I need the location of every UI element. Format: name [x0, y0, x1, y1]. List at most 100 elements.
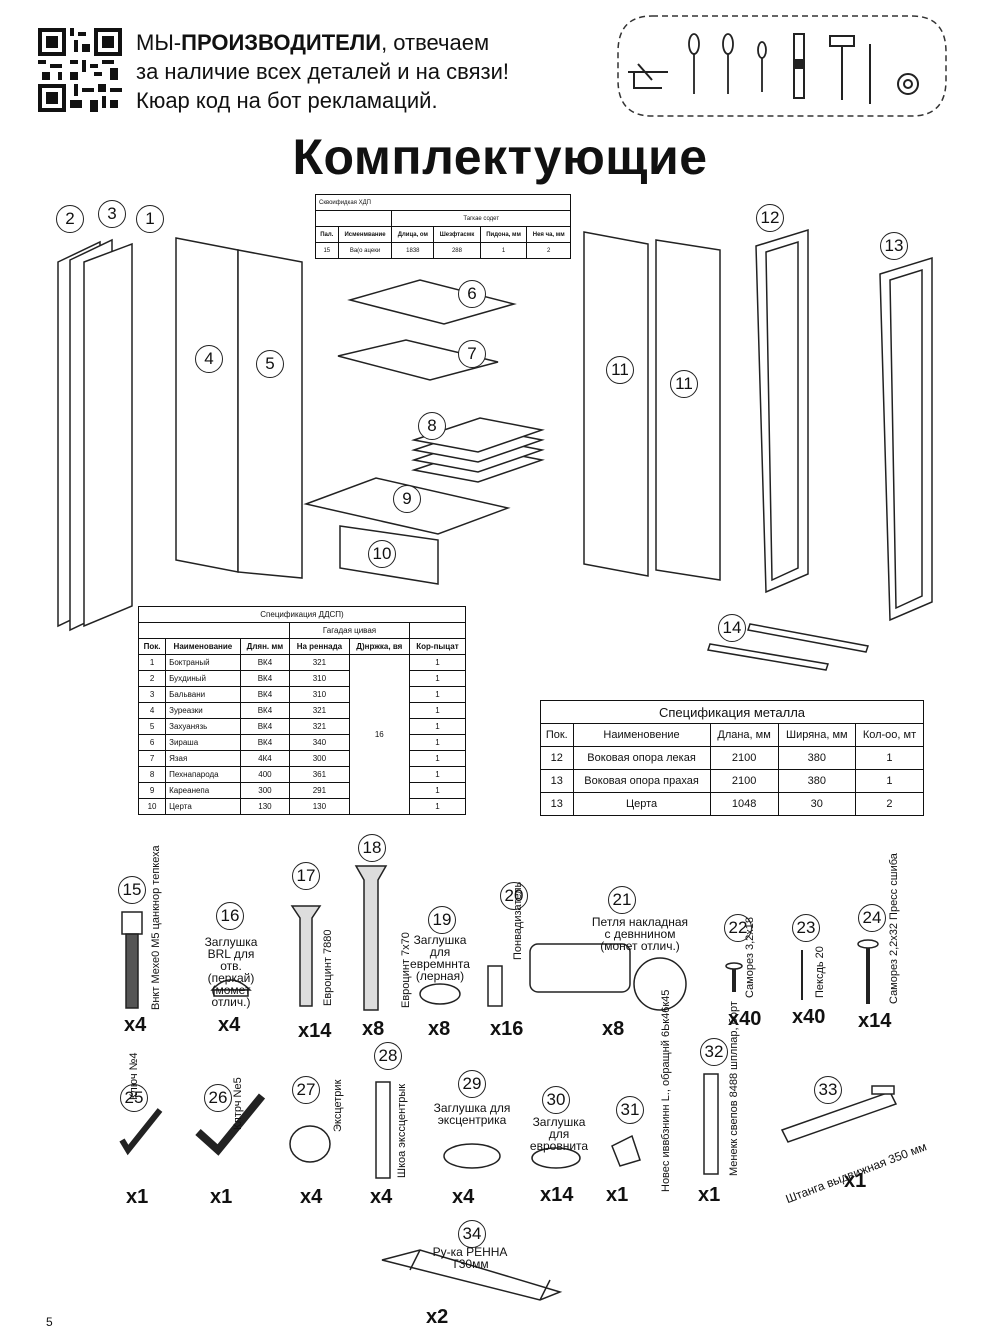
hardware-qty: x1: [698, 1184, 721, 1206]
hardware-qty: x8: [362, 1018, 385, 1040]
part-number: 11: [670, 370, 698, 398]
metal-cell: 2100: [709, 746, 779, 770]
part-number: 5: [256, 350, 284, 378]
part-number: 3: [98, 200, 126, 228]
hardware-number: 25: [120, 1084, 148, 1112]
hardware-number: 16: [216, 902, 244, 930]
hardware-label: Петля накладная с девннином (монет отлич…: [591, 915, 689, 953]
hardware-number: 18: [358, 834, 386, 862]
screw-clamp-icon: [628, 63, 668, 89]
hardware-number: 34: [458, 1220, 486, 1248]
cap-29-icon: [443, 1143, 501, 1169]
dsp-cell: 310: [289, 686, 350, 703]
hardware-label: Понвадизатель: [512, 881, 524, 960]
bracket-31-icon: [611, 1134, 641, 1167]
metal-table: Спецификация металла Пок. Наименовение Д…: [540, 700, 925, 816]
hdp-table: Сквоифидкая ХДП Тагкае содет Пал. Исменм…: [314, 194, 571, 259]
euroscrew-17-icon: [290, 905, 322, 1007]
anchor-32-icon: [703, 1073, 719, 1175]
part-number: 13: [880, 232, 908, 260]
header-bold: ПРОИЗВОДИТЕЛИ: [181, 30, 382, 55]
dsp-cell: 10: [137, 798, 167, 815]
cap-19-icon: [419, 983, 461, 1005]
panel-8: [411, 417, 545, 453]
hardware-number: 20: [500, 882, 528, 910]
hardware-qty: x1: [126, 1186, 149, 1208]
tools-panel: [617, 15, 947, 117]
panel-5: [237, 249, 303, 579]
hardware-number: 23: [792, 914, 820, 942]
hardware-qty: x40: [792, 1006, 826, 1028]
frame-13: [879, 256, 933, 622]
hardware-qty: x14: [858, 1010, 892, 1032]
cam-dowel-28-icon: [375, 1081, 391, 1179]
part-number: 10: [368, 540, 396, 568]
hardware-number: 32: [700, 1038, 728, 1066]
hardware-qty: x14: [540, 1184, 574, 1206]
hardware-qty: x8: [428, 1018, 451, 1040]
hardware-label: Менекк свепов 8488 шплпар, борт: [728, 1001, 740, 1176]
part-number: 6: [458, 280, 486, 308]
hardware-label: Евроцинт 7880: [322, 929, 334, 1006]
frame-12: [755, 228, 809, 594]
part-number: 1: [136, 205, 164, 233]
hardware-qty: x1: [606, 1184, 629, 1206]
screw-24-icon: [857, 939, 879, 1004]
header-text: МЫ-ПРОИЗВОДИТЕЛИ, отвечаем за наличие вс…: [136, 28, 509, 115]
hardware-label: Заглушка BRL для отв. (перкай) (момет от…: [204, 935, 258, 1009]
part-number: 2: [56, 205, 84, 233]
hardware-number: 21: [608, 886, 636, 914]
hardware-label: Ключ №4: [128, 1052, 140, 1100]
metal-header: Пок.: [540, 723, 574, 747]
header-prefix: МЫ-: [136, 30, 182, 55]
page-number: 5: [46, 1315, 53, 1329]
hardware-number: 19: [428, 906, 456, 934]
hardware-number: 27: [292, 1076, 320, 1104]
metal-cell: 2100: [709, 769, 779, 793]
hammer-icon: [829, 35, 855, 100]
dsp-merged-cell: 16: [348, 654, 410, 815]
panel-11b: [655, 239, 721, 581]
hardware-number: 22: [724, 914, 752, 942]
hdp-cell: 1: [479, 242, 528, 259]
part-number: 8: [418, 412, 446, 440]
panels-drawing: [57, 228, 933, 671]
panel-7: [337, 339, 499, 381]
hardware-number: 30: [542, 1086, 570, 1114]
bolt-15-icon: [121, 911, 143, 1009]
metal-cell: 2: [854, 792, 925, 816]
hardware-number: 26: [204, 1084, 232, 1112]
part-number: 12: [756, 204, 784, 232]
hardware-number: 29: [458, 1070, 486, 1098]
page-title: Комплектующие: [292, 129, 708, 185]
part-number: 11: [606, 356, 634, 384]
hardware-qty: x4: [300, 1186, 323, 1208]
hardware-qty: x4: [452, 1186, 475, 1208]
header-line3: Кюар код на бот рекламаций.: [136, 88, 438, 113]
hardware-qty: x1: [210, 1186, 233, 1208]
screwdriver-icon: [688, 33, 767, 94]
panel-11a: [583, 231, 649, 577]
metal-header: Наименовение: [572, 723, 711, 747]
hardware-label: Саморез 3,2х18: [744, 917, 756, 998]
part-number: 7: [458, 340, 486, 368]
header-suffix: , отвечаем: [381, 30, 490, 55]
cap-16-icon: [210, 979, 252, 997]
hardware-number: 24: [858, 904, 886, 932]
cap-30-icon: [531, 1147, 581, 1169]
rod-14: [747, 623, 869, 653]
hardware-qty: x14: [298, 1020, 332, 1042]
metal-header: Кол-оо, мт: [854, 723, 925, 747]
metal-cell: 13: [540, 792, 574, 816]
euroscrew-18-icon: [354, 865, 388, 1011]
metal-cell: 12: [540, 746, 574, 770]
dsp-cell: 130: [289, 798, 350, 815]
dsp-cell: 1: [408, 670, 467, 687]
